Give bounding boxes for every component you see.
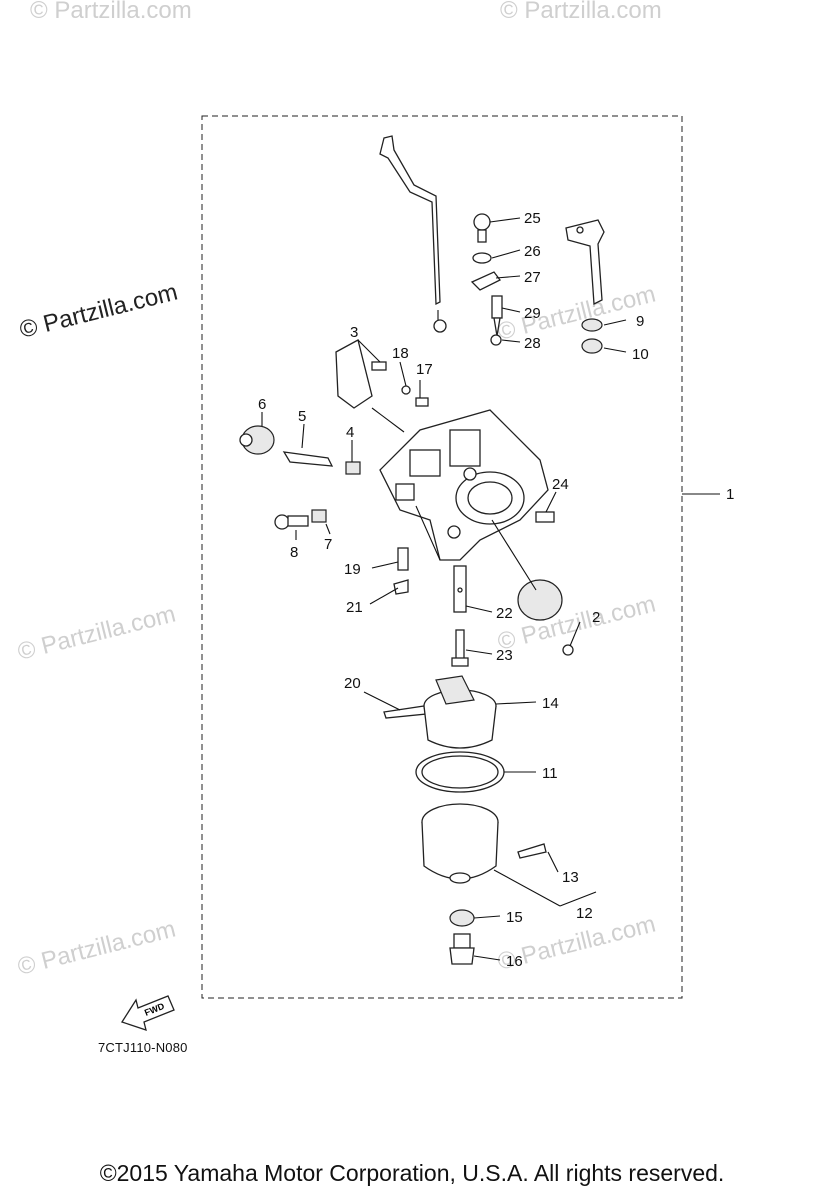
screw-25 <box>473 213 491 243</box>
callout-21: 21 <box>346 599 363 616</box>
callout-12: 12 <box>576 905 593 922</box>
callout-26: 26 <box>524 243 541 260</box>
copyright-notice: ©2015 Yamaha Motor Corporation, U.S.A. A… <box>99 1160 725 1186</box>
throttle-seal <box>433 319 447 333</box>
float-14 <box>423 675 497 749</box>
callout-29: 29 <box>524 305 541 322</box>
callout-11: 11 <box>542 765 558 782</box>
watermark-text: © Partzilla.com <box>15 916 178 981</box>
spring-7 <box>311 509 327 523</box>
callout-16: 16 <box>506 953 523 970</box>
bush-10 <box>581 338 603 354</box>
screw-8 <box>274 514 309 530</box>
screw-2 <box>562 644 574 656</box>
plate-3 <box>335 339 373 409</box>
callout-5: 5 <box>298 408 306 425</box>
callout-3: 3 <box>350 324 358 341</box>
screw-13 <box>517 843 547 859</box>
jet-19 <box>397 547 409 571</box>
main-nozzle-22 <box>453 565 467 613</box>
callout-23: 23 <box>496 647 513 664</box>
throttle-lever <box>379 135 441 320</box>
seal-9 <box>581 318 603 332</box>
watermark-text: © Partzilla.com <box>30 0 192 24</box>
callout-9: 9 <box>636 313 644 330</box>
cover <box>517 579 563 621</box>
callout-18: 18 <box>392 345 409 362</box>
screw-3 <box>371 361 387 371</box>
callout-17: 17 <box>416 361 433 378</box>
callout-2: 2 <box>592 609 600 626</box>
callout-7: 7 <box>324 536 332 553</box>
callout-20: 20 <box>344 675 361 692</box>
callout-19: 19 <box>344 561 361 578</box>
callout-27: 27 <box>524 269 541 286</box>
carburetor-body <box>379 409 549 561</box>
assembly-boundary <box>201 115 683 999</box>
callout-24: 24 <box>552 476 569 493</box>
callout-8: 8 <box>290 544 298 561</box>
callout-25: 25 <box>524 210 541 227</box>
screw-24 <box>535 511 555 523</box>
choke-shaft <box>565 219 605 306</box>
callouts: 1 2 3 4 5 6 7 8 9 10 11 12 13 14 15 16 1… <box>258 210 734 970</box>
callout-22: 22 <box>496 605 513 622</box>
watermark-text: © Partzilla.com <box>500 0 662 24</box>
callout-10: 10 <box>632 346 649 363</box>
pilot-screw-5 <box>282 451 334 467</box>
callout-15: 15 <box>506 909 523 926</box>
watermark-text: © Partzilla.com <box>495 281 658 346</box>
callout-13: 13 <box>562 869 579 886</box>
washer-26 <box>472 252 492 264</box>
callout-1: 1 <box>726 486 734 503</box>
cap-6 <box>239 425 275 455</box>
watermark-text: © Partzilla.com <box>15 601 178 666</box>
diagram-code: 7CTJ110-N080 <box>98 1040 188 1055</box>
o-ring-28 <box>490 334 502 346</box>
leader-lines <box>261 217 627 961</box>
callout-4: 4 <box>346 424 354 441</box>
float-chamber-12 <box>421 803 499 884</box>
callout-14: 14 <box>542 695 559 712</box>
main-jet-23 <box>451 629 469 667</box>
watermark-text-dark: © Partzilla.com <box>17 279 180 344</box>
clip-21 <box>393 579 409 595</box>
washer-15 <box>449 909 475 927</box>
forward-arrow-icon: FWD <box>121 995 175 1031</box>
drain-bolt-16 <box>449 933 475 965</box>
spring-17 <box>415 397 429 407</box>
gasket-11-inner <box>421 755 499 789</box>
spring-4 <box>345 461 361 475</box>
ball-18 <box>401 385 411 395</box>
callout-28: 28 <box>524 335 541 352</box>
needle-29 <box>491 295 503 337</box>
plate-27 <box>470 271 501 291</box>
callout-6: 6 <box>258 396 266 413</box>
pin-20 <box>383 705 427 719</box>
